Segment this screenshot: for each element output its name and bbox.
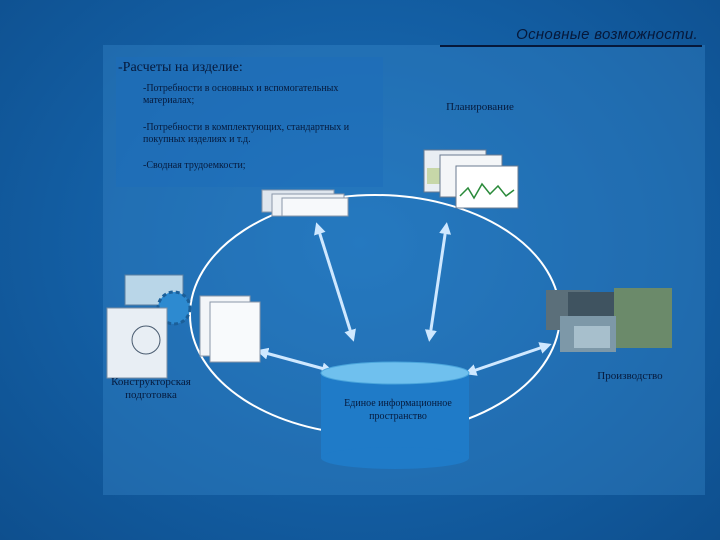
calculations-box: [116, 57, 383, 187]
calc-item-labor: -Сводная трудоемкости;: [143, 160, 246, 171]
calc-item-components: -Потребности в комплектующих, стандартны…: [143, 122, 350, 145]
label-planning: Планирование: [446, 101, 514, 113]
documents-image: [261, 189, 349, 217]
design-drawings-image: [106, 274, 261, 379]
arrow-design: [256, 347, 334, 375]
label-design: Конструкторская подготовка: [111, 376, 191, 401]
arrow-calculations: [314, 222, 356, 342]
label-production: Производство: [597, 370, 663, 382]
label-information-space: Единое информационное пространство: [344, 398, 452, 422]
arrow-production: [464, 342, 552, 376]
calculations-heading: -Расчеты на изделие:: [118, 60, 243, 75]
slide-title: Основные возможности.: [516, 26, 698, 43]
planning-screens-image: [423, 149, 519, 209]
arrow-planning: [424, 222, 452, 342]
production-photos-image: [546, 288, 672, 352]
database-cylinder: [320, 361, 470, 469]
calc-item-materials: -Потребности в основных и вспомогательны…: [143, 83, 339, 106]
title-underline: [440, 45, 702, 47]
